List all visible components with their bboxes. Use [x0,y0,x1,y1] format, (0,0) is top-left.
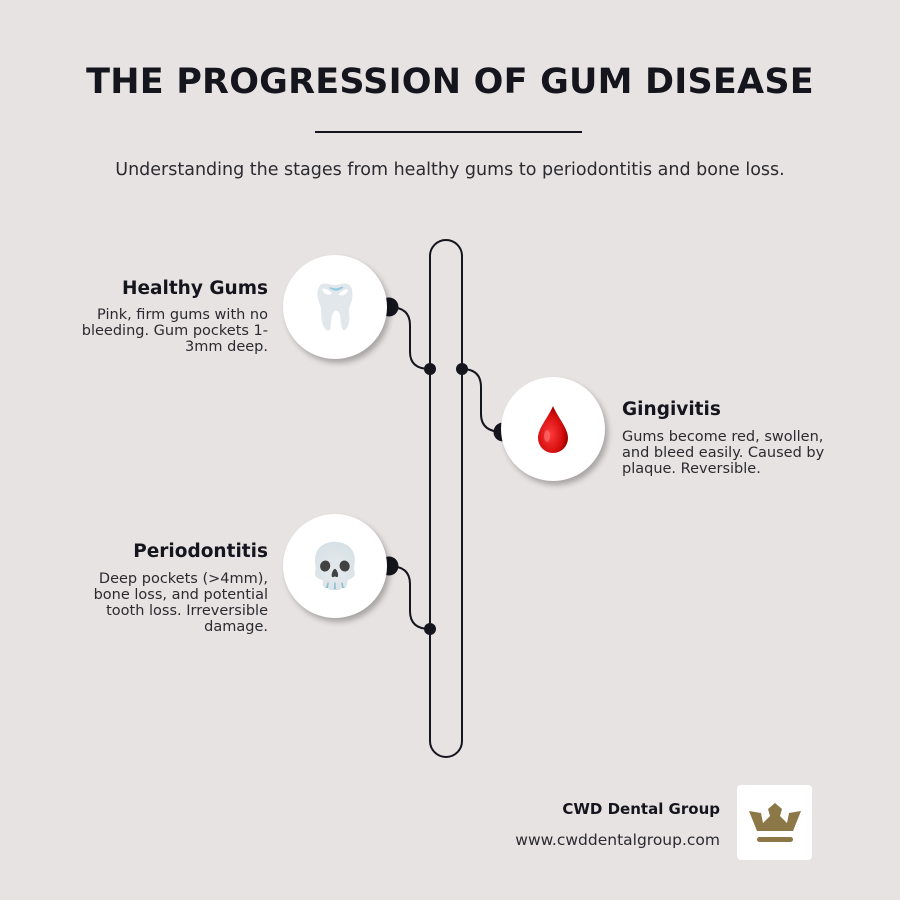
tooth-icon: 🦷 [307,282,363,333]
stage-desc-periodontitis: Deep pockets (>4mm), bone loss, and pote… [93,571,268,635]
healthy-gums-icon-circle: 🦷 [283,255,387,359]
periodontitis-icon-circle: 💀 [283,514,387,618]
brand-url[interactable]: www.cwddentalgroup.com [515,831,720,849]
gingivitis-icon-circle [501,377,605,481]
skull-icon: 💀 [307,541,363,592]
stage-desc-gingivitis: Gums become red, swollen, and bleed easi… [622,429,825,477]
brand-logo [737,785,812,860]
stage-title-periodontitis: Periodontitis [133,541,268,562]
page-subtitle: Understanding the stages from healthy gu… [115,160,785,180]
brand-name: CWD Dental Group [562,800,720,818]
title-divider [315,131,582,133]
stage-desc-healthy-gums: Pink, firm gums with no bleeding. Gum po… [81,307,268,355]
page-title: THE PROGRESSION OF GUM DISEASE [86,62,814,102]
crown-icon [749,803,801,842]
blood-drop-icon [538,406,568,453]
stage-title-healthy-gums: Healthy Gums [121,278,268,299]
stage-title-gingivitis: Gingivitis [622,399,721,420]
